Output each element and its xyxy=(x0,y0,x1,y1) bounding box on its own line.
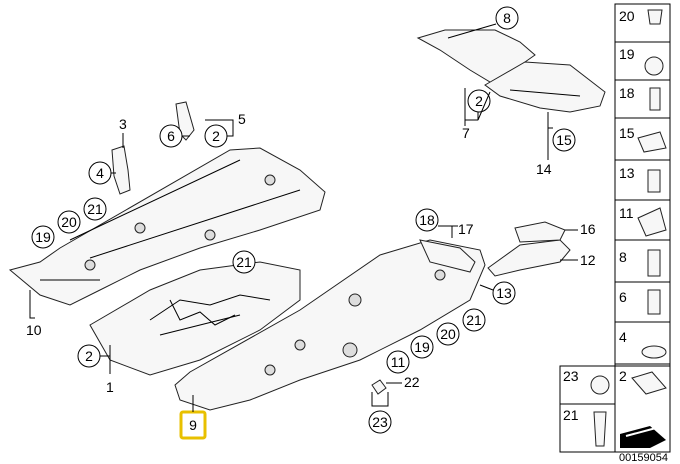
legend-item-11-label: 11 xyxy=(619,205,634,221)
callout-14-label: 14 xyxy=(536,161,552,177)
callout-2-mid-label: 2 xyxy=(212,128,220,144)
callout-11-label: 11 xyxy=(391,354,406,370)
bottom-legend: 23 21 2 xyxy=(559,365,671,453)
callout-6-label: 6 xyxy=(167,128,175,144)
callout-21-right xyxy=(462,308,486,332)
callout-2-top xyxy=(467,89,491,113)
callout-21-left-label: 21 xyxy=(87,201,103,217)
callout-23 xyxy=(368,410,392,434)
callout-1-label: 1 xyxy=(106,379,114,395)
callout-4-label: 4 xyxy=(96,165,104,181)
callout-19-right-label: 19 xyxy=(414,339,430,355)
parts-legend: 20 19 18 15 13 11 8 6 4 xyxy=(614,3,671,415)
top-panel-part-7 xyxy=(416,29,536,86)
callout-20-right-label: 20 xyxy=(440,326,456,342)
washer-icon xyxy=(641,345,667,359)
clip-icon-2 xyxy=(631,371,667,395)
callout-17-label: 17 xyxy=(458,221,474,237)
bracket-part-12 xyxy=(487,221,571,277)
legend-item-13-label: 13 xyxy=(619,165,635,181)
callout-21-left xyxy=(83,197,107,221)
spring-clip-icon xyxy=(637,131,667,153)
legend-item-18-label: 18 xyxy=(619,85,635,101)
callout-9-label: 9 xyxy=(189,417,197,433)
callout-7-label: 7 xyxy=(462,125,470,141)
callout-19-left xyxy=(31,225,55,249)
legend-item-20-label: 20 xyxy=(619,8,635,24)
callout-3-label: 3 xyxy=(119,116,127,132)
callout-18 xyxy=(415,208,439,232)
hex-bolt-icon-8 xyxy=(647,249,661,277)
callout-22-label: 22 xyxy=(404,374,420,390)
callout-23-label: 23 xyxy=(372,414,388,430)
legend-item-4-label: 4 xyxy=(619,329,627,345)
clamp-icon xyxy=(637,207,667,237)
callout-2-top-label: 2 xyxy=(475,93,483,109)
callout-12-label: 12 xyxy=(580,252,596,268)
clip-nut-icon xyxy=(647,9,663,25)
underbody-panel-right xyxy=(174,239,486,411)
callout-20-right xyxy=(436,322,460,346)
callout-20-left xyxy=(57,210,81,234)
legend-item-21-label: 21 xyxy=(563,407,579,423)
fastener-23 xyxy=(371,379,387,395)
bracket-part-17 xyxy=(419,239,476,273)
callout-19-left-label: 19 xyxy=(35,229,51,245)
callout-10-label: 10 xyxy=(26,322,42,338)
bracket-part-3 xyxy=(111,145,131,195)
screw-icon-13 xyxy=(647,169,661,193)
callout-16-label: 16 xyxy=(580,221,596,237)
top-panel-part-14 xyxy=(484,61,606,113)
callout-11 xyxy=(386,350,410,374)
diagram-id: 00159054 xyxy=(619,452,668,464)
legend-item-23-label: 23 xyxy=(563,368,579,384)
legend-item-15-label: 15 xyxy=(619,125,635,141)
callout-21-center-label: 21 xyxy=(236,254,252,270)
nut-icon-23 xyxy=(590,375,610,395)
hex-bolt-icon-6 xyxy=(647,289,661,315)
callouts: 8 2 7 15 14 3 4 6 2 5 19 20 21 10 xyxy=(26,6,596,440)
callout-8-label: 8 xyxy=(503,10,511,26)
callout-20-left-label: 20 xyxy=(61,214,77,230)
callout-13 xyxy=(492,281,516,305)
bolt-icon xyxy=(649,87,661,111)
legend-item-2-label: 2 xyxy=(619,368,627,384)
callout-2-bottom-label: 2 xyxy=(85,348,93,364)
legend-item-19-label: 19 xyxy=(619,46,635,62)
legend-item-6-label: 6 xyxy=(619,289,627,305)
callout-19-right xyxy=(410,335,434,359)
callout-13-label: 13 xyxy=(496,285,512,301)
callout-8 xyxy=(495,6,519,30)
callout-5-label: 5 xyxy=(238,111,246,127)
callout-21-center xyxy=(232,250,256,274)
screw-icon-21 xyxy=(593,411,607,447)
underbody-panel-center xyxy=(89,261,301,376)
callout-15 xyxy=(552,128,576,152)
collar-nut-icon xyxy=(644,56,664,76)
callout-21-right-label: 21 xyxy=(466,312,482,328)
legend-item-8-label: 8 xyxy=(619,249,627,265)
underbody-panel-left xyxy=(8,147,326,306)
callout-18-label: 18 xyxy=(419,212,435,228)
callout-15-label: 15 xyxy=(556,132,572,148)
arrow-icon xyxy=(620,426,666,448)
